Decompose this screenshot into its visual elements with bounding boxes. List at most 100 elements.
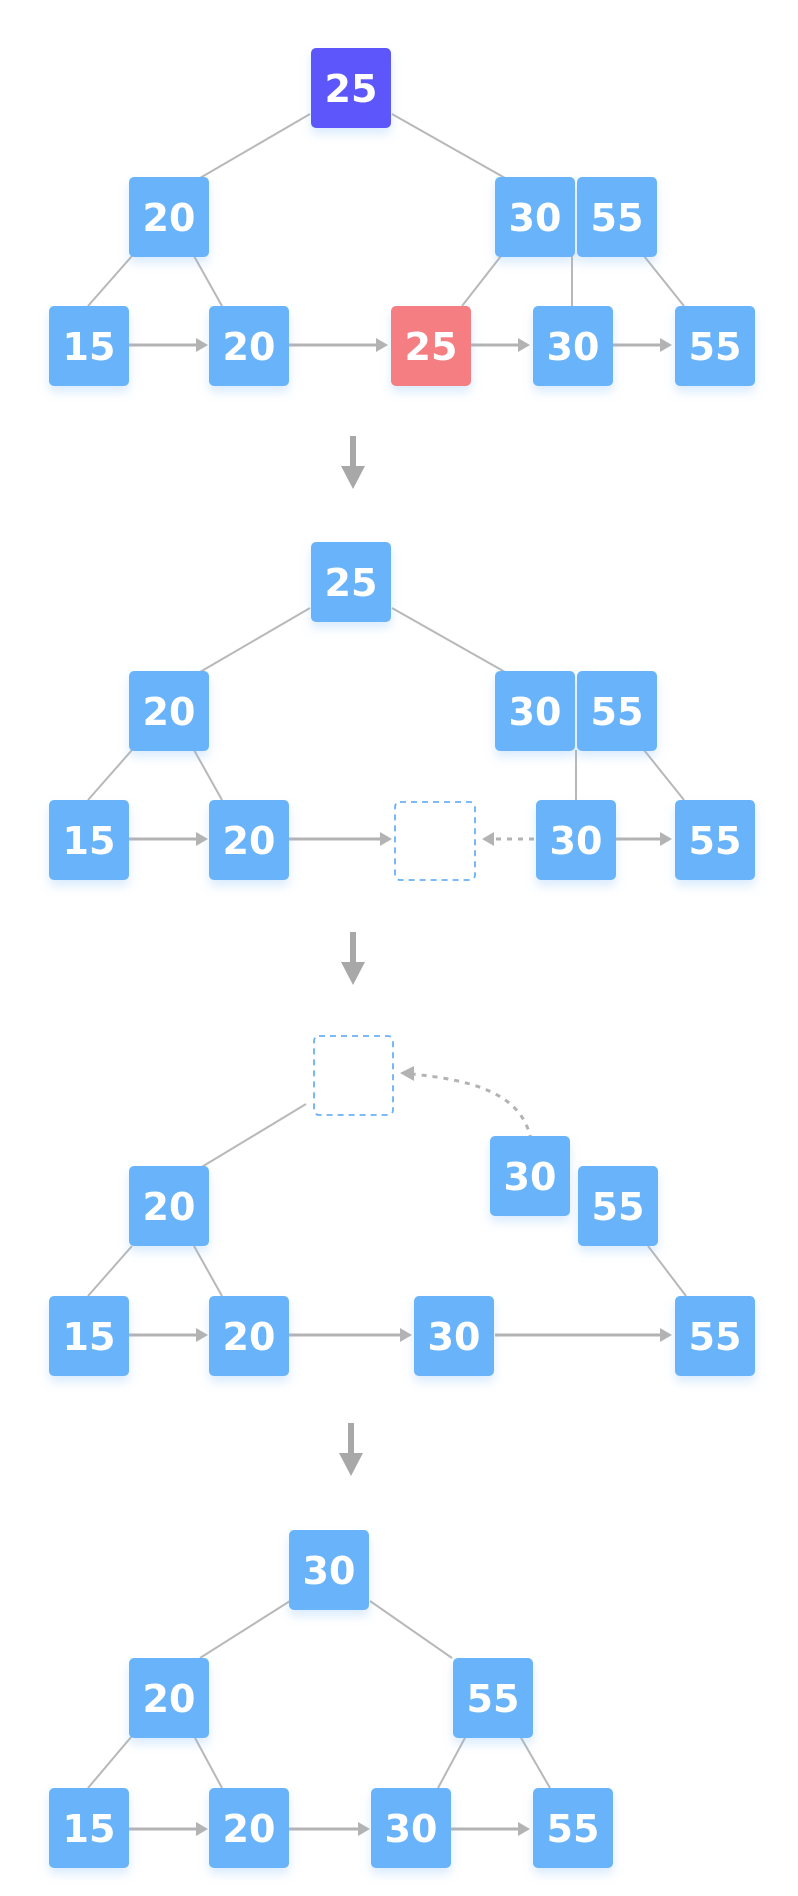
root-key: 25 bbox=[325, 67, 378, 111]
leaf-node: 15 bbox=[49, 306, 129, 386]
leaf-node-box bbox=[536, 800, 616, 880]
leaf-node-box bbox=[49, 1788, 129, 1868]
leaf-node-box bbox=[533, 306, 613, 386]
key-move-curve bbox=[411, 1072, 533, 1141]
internal-node-box bbox=[495, 671, 575, 751]
leaf-node: 30 bbox=[371, 1788, 451, 1868]
leaf-node-box bbox=[49, 800, 129, 880]
edge-left-internal-to-leaf-15 bbox=[87, 1735, 133, 1789]
leaf-key: 15 bbox=[63, 1315, 116, 1359]
leaf-key: 30 bbox=[547, 325, 600, 369]
leaf-link-arrowhead bbox=[660, 832, 672, 846]
leaf-node-box bbox=[209, 1788, 289, 1868]
step-3: 20 30 55 15 20 30 55 bbox=[49, 1035, 755, 1376]
key-move-arrowhead bbox=[400, 1066, 414, 1081]
internal-node-box bbox=[577, 671, 657, 751]
leaf-key: 25 bbox=[405, 325, 458, 369]
root-node-box bbox=[311, 542, 391, 622]
leaf-key: 20 bbox=[223, 1807, 276, 1851]
leaf-link-arrowhead bbox=[358, 1822, 370, 1836]
edge-root-to-left-internal bbox=[199, 1600, 291, 1659]
leaf-key: 55 bbox=[689, 1315, 742, 1359]
internal-key: 20 bbox=[143, 1185, 196, 1229]
root-node-box bbox=[311, 48, 391, 128]
leaf-key: 15 bbox=[63, 325, 116, 369]
leaf-key: 30 bbox=[428, 1315, 481, 1359]
leaf-node: 20 bbox=[209, 1788, 289, 1868]
leaf-link-arrowhead bbox=[400, 1328, 412, 1342]
leaf-key: 20 bbox=[223, 325, 276, 369]
root-node: 30 bbox=[289, 1530, 369, 1610]
internal-node-box bbox=[578, 1166, 658, 1246]
edge-left-internal-to-leaf-20 bbox=[193, 749, 223, 801]
root-node: 25 bbox=[311, 542, 391, 622]
leaf-node: 30 bbox=[533, 306, 613, 386]
leaf-node: 55 bbox=[675, 306, 755, 386]
leaf-node: 30 bbox=[536, 800, 616, 880]
step-down-arrow bbox=[341, 436, 365, 489]
internal-key: 55 bbox=[591, 690, 644, 734]
internal-node-right: 55 bbox=[453, 1658, 533, 1738]
leaf-node: 55 bbox=[533, 1788, 613, 1868]
leaf-link-arrowhead bbox=[196, 1822, 208, 1836]
edge-left-internal-to-leaf-15 bbox=[87, 255, 133, 307]
leaf-key: 15 bbox=[63, 819, 116, 863]
leaf-node-box bbox=[209, 306, 289, 386]
edge-internal-55-to-leaf-55 bbox=[647, 1245, 687, 1297]
leaf-key: 15 bbox=[63, 1807, 116, 1851]
internal-key: 55 bbox=[591, 196, 644, 240]
leaf-node: 55 bbox=[675, 1296, 755, 1376]
root-node-box bbox=[289, 1530, 369, 1610]
moving-key: 30 bbox=[504, 1155, 557, 1199]
root-node: 25 bbox=[311, 48, 391, 128]
leaf-node: 20 bbox=[209, 306, 289, 386]
leaf-link-arrowhead bbox=[660, 338, 672, 352]
leaf-link-arrowhead bbox=[196, 1328, 208, 1342]
internal-node-left: 20 bbox=[129, 1658, 209, 1738]
edge-left-internal-to-leaf-20 bbox=[193, 255, 223, 307]
internal-key: 30 bbox=[509, 196, 562, 240]
empty-root-placeholder bbox=[313, 1035, 394, 1116]
edge-left-internal-to-leaf-20 bbox=[193, 1735, 223, 1789]
leaf-node-box bbox=[209, 1296, 289, 1376]
empty-leaf-placeholder bbox=[394, 801, 476, 881]
leaf-node-box bbox=[533, 1788, 613, 1868]
leaf-node: 15 bbox=[49, 800, 129, 880]
leaf-node-box bbox=[414, 1296, 494, 1376]
leaf-node: 15 bbox=[49, 1788, 129, 1868]
leaf-node-box bbox=[391, 306, 471, 386]
leaf-node-deleted: 25 bbox=[391, 306, 471, 386]
edge-left-internal-to-leaf-15 bbox=[87, 1245, 133, 1297]
leaf-node: 55 bbox=[675, 800, 755, 880]
internal-key: 20 bbox=[143, 690, 196, 734]
step-down-arrow bbox=[339, 1423, 363, 1476]
internal-node-box bbox=[129, 1166, 209, 1246]
edge-root-to-right-internal bbox=[369, 1600, 453, 1659]
internal-node-right: 30 55 bbox=[495, 177, 657, 257]
internal-node-box bbox=[129, 177, 209, 257]
leaf-link-arrowhead bbox=[196, 832, 208, 846]
edge-left-internal-to-leaf-20 bbox=[193, 1245, 223, 1297]
leaf-node-box bbox=[49, 306, 129, 386]
edge-right-internal-to-leaf-30 bbox=[437, 1735, 467, 1789]
moving-key-box bbox=[490, 1136, 570, 1216]
leaf-key: 20 bbox=[223, 819, 276, 863]
leaf-node-box bbox=[49, 1296, 129, 1376]
edge-right-internal-to-leaf-55 bbox=[643, 749, 685, 801]
internal-node-right: 30 55 bbox=[495, 671, 657, 751]
edge-root-to-right-internal bbox=[391, 113, 506, 179]
leaf-node-box bbox=[675, 800, 755, 880]
leaf-key: 20 bbox=[223, 1315, 276, 1359]
internal-node-left: 20 bbox=[129, 671, 209, 751]
leaf-link-arrowhead bbox=[660, 1328, 672, 1342]
leaf-node-box bbox=[675, 1296, 755, 1376]
step-down-arrow bbox=[341, 932, 365, 985]
leaf-link-arrowhead bbox=[482, 832, 494, 846]
step-4: 30 20 55 15 20 30 55 bbox=[49, 1530, 613, 1868]
leaf-key: 30 bbox=[550, 819, 603, 863]
internal-key: 20 bbox=[143, 1677, 196, 1721]
leaf-link-arrowhead bbox=[518, 1822, 530, 1836]
leaf-node: 20 bbox=[209, 1296, 289, 1376]
edge-root-to-right-internal bbox=[391, 607, 506, 673]
internal-key: 20 bbox=[143, 196, 196, 240]
